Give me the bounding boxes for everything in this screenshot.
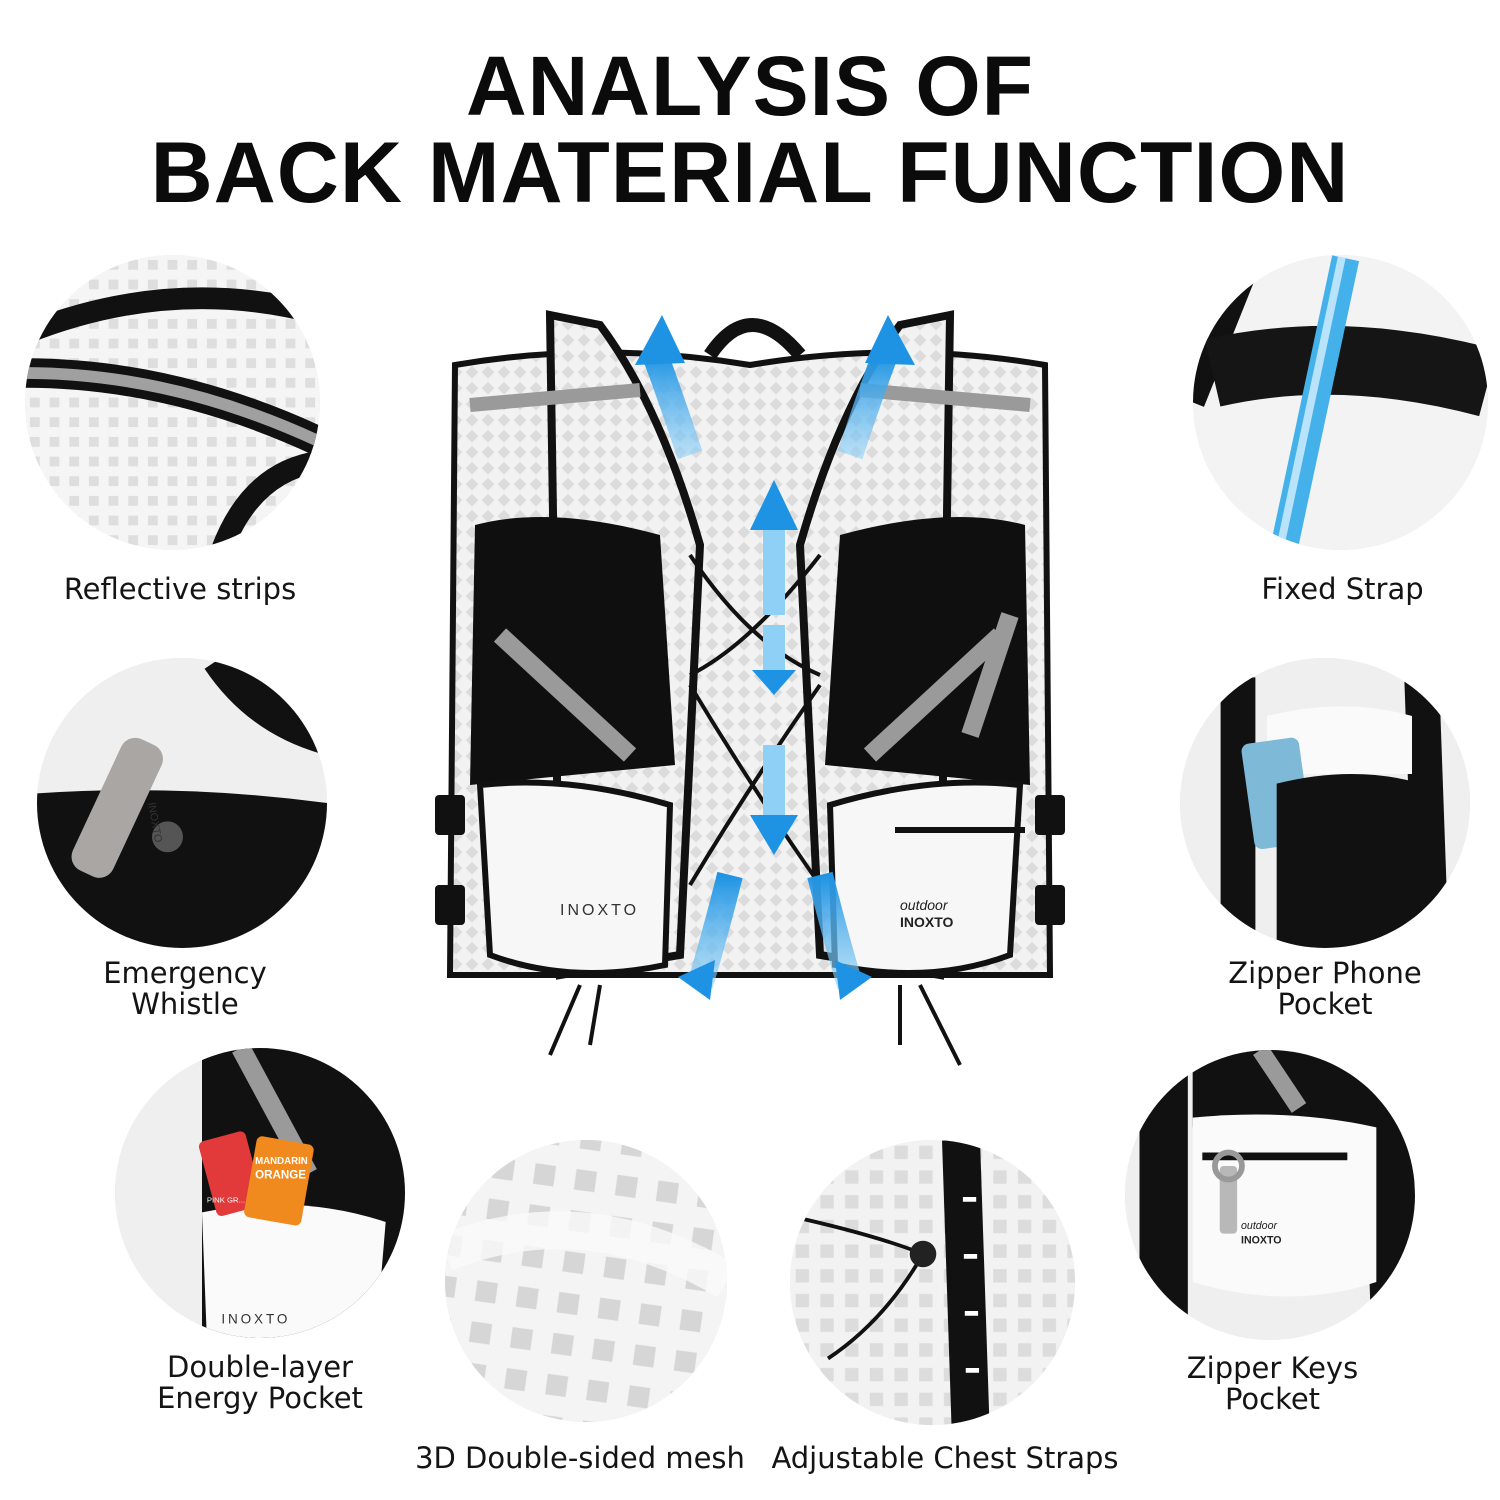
energy-gel-orange bbox=[244, 1136, 314, 1226]
label-energy-pocket-line1: Double-layer bbox=[167, 1350, 353, 1384]
gel-text-1: MANDARIN bbox=[255, 1156, 308, 1167]
emergency-whistle-closeup: INOXTO bbox=[37, 658, 327, 948]
fixed-strap-closeup bbox=[1193, 255, 1488, 550]
gel-text-2: ORANGE bbox=[255, 1169, 306, 1182]
top-handle bbox=[704, 318, 806, 360]
label-energy-pocket-line2: Energy Pocket bbox=[157, 1381, 363, 1415]
cord-lock-icon bbox=[909, 1240, 937, 1268]
label-emergency-whistle-line1: Emergency bbox=[103, 956, 267, 990]
label-fixed-strap: Fixed Strap bbox=[1261, 572, 1424, 606]
keys-logo-top: outdoor bbox=[1241, 1220, 1277, 1232]
zipper-phone-pocket-closeup bbox=[1180, 658, 1470, 948]
page-title-line-2: BACK MATERIAL FUNCTION bbox=[150, 125, 1350, 221]
cord-tails bbox=[548, 984, 962, 1066]
airflow-arrows bbox=[635, 315, 915, 1000]
vest-wordmark: INOXTO bbox=[560, 902, 639, 919]
zipper-keys-pocket-closeup: outdoor INOXTO bbox=[1125, 1050, 1415, 1340]
left-bottle-pocket bbox=[470, 517, 675, 785]
mesh-closeup bbox=[445, 1140, 727, 1422]
label-energy-pocket: Double-layer Energy Pocket bbox=[120, 1352, 400, 1414]
label-reflective-strips: Reflective strips bbox=[63, 572, 297, 606]
energy-pocket-closeup: MANDARIN ORANGE PINK GR... INOXTO bbox=[115, 1048, 405, 1338]
vest-logo-bottom: INOXTO bbox=[900, 914, 954, 930]
whistle-icon bbox=[71, 737, 163, 878]
label-zipper-phone-line1: Zipper Phone bbox=[1228, 956, 1422, 990]
vest-back-illustration: INOXTO outdoor INOXTO bbox=[400, 285, 1100, 1095]
reflective-strip-left bbox=[469, 383, 641, 412]
reflective-strip-right bbox=[859, 383, 1031, 412]
energy-pocket-wordmark: INOXTO bbox=[221, 1312, 290, 1327]
label-keys-pocket-line2: Pocket bbox=[1224, 1382, 1321, 1416]
vest-svg: INOXTO outdoor INOXTO bbox=[435, 310, 1065, 1066]
label-mesh: 3D Double-sided mesh bbox=[415, 1441, 745, 1475]
label-chest-straps: Adjustable Chest Straps bbox=[771, 1441, 1119, 1475]
label-emergency-whistle-line2: Whistle bbox=[131, 987, 239, 1021]
page-title-line-1: ANALYSIS OF bbox=[466, 39, 1034, 133]
key-icon bbox=[1219, 1166, 1238, 1234]
vest-logo-top: outdoor bbox=[900, 897, 949, 913]
reflective-strips-closeup bbox=[25, 255, 320, 550]
label-zipper-keys-pocket: Zipper Keys Pocket bbox=[1150, 1353, 1395, 1415]
bungee-cords bbox=[688, 553, 822, 887]
label-zipper-phone-pocket: Zipper Phone Pocket bbox=[1190, 958, 1460, 1020]
right-keys-pocket bbox=[826, 779, 1024, 976]
gel-text-3: PINK GR... bbox=[207, 1196, 245, 1205]
label-zipper-phone-line2: Pocket bbox=[1277, 987, 1373, 1021]
left-energy-pocket bbox=[476, 779, 674, 976]
label-emergency-whistle: Emergency Whistle bbox=[60, 958, 310, 1020]
label-keys-pocket-line1: Zipper Keys bbox=[1186, 1351, 1359, 1385]
chest-straps-closeup bbox=[790, 1140, 1075, 1425]
keys-logo-bottom: INOXTO bbox=[1241, 1234, 1282, 1246]
